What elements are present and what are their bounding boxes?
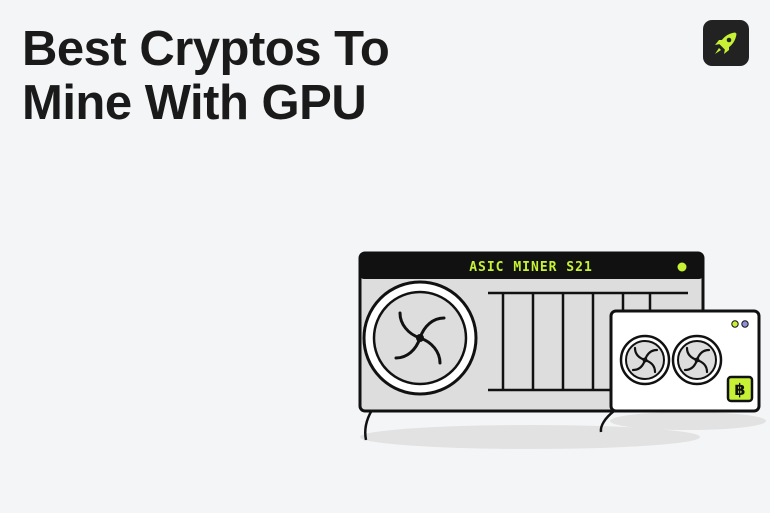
asic-miner: ASIC MINER S21 [358,251,705,441]
miner-status-light [677,262,687,272]
gpu-fan-right-icon [671,334,723,386]
brand-logo[interactable] [703,20,749,66]
miner-label: ASIC MINER S21 [469,260,593,275]
title-line-1: Best Cryptos To [22,22,390,76]
bitcoin-badge-icon: ฿ [726,375,754,403]
gpu-light-purple [741,320,749,328]
rocket-icon [715,32,737,54]
large-fan-icon [362,280,478,396]
gpu-shadow [610,412,766,430]
page-title: Best Cryptos To Mine With GPU [22,22,390,130]
miner-shadow [360,425,700,449]
gpu-light-yellow [731,320,739,328]
title-line-2: Mine With GPU [22,76,367,130]
coin-glyph: ฿ [734,380,745,399]
gpu-card: ฿ [599,309,761,433]
gpu-fan-left-icon [619,334,671,386]
heatsink [488,291,688,392]
